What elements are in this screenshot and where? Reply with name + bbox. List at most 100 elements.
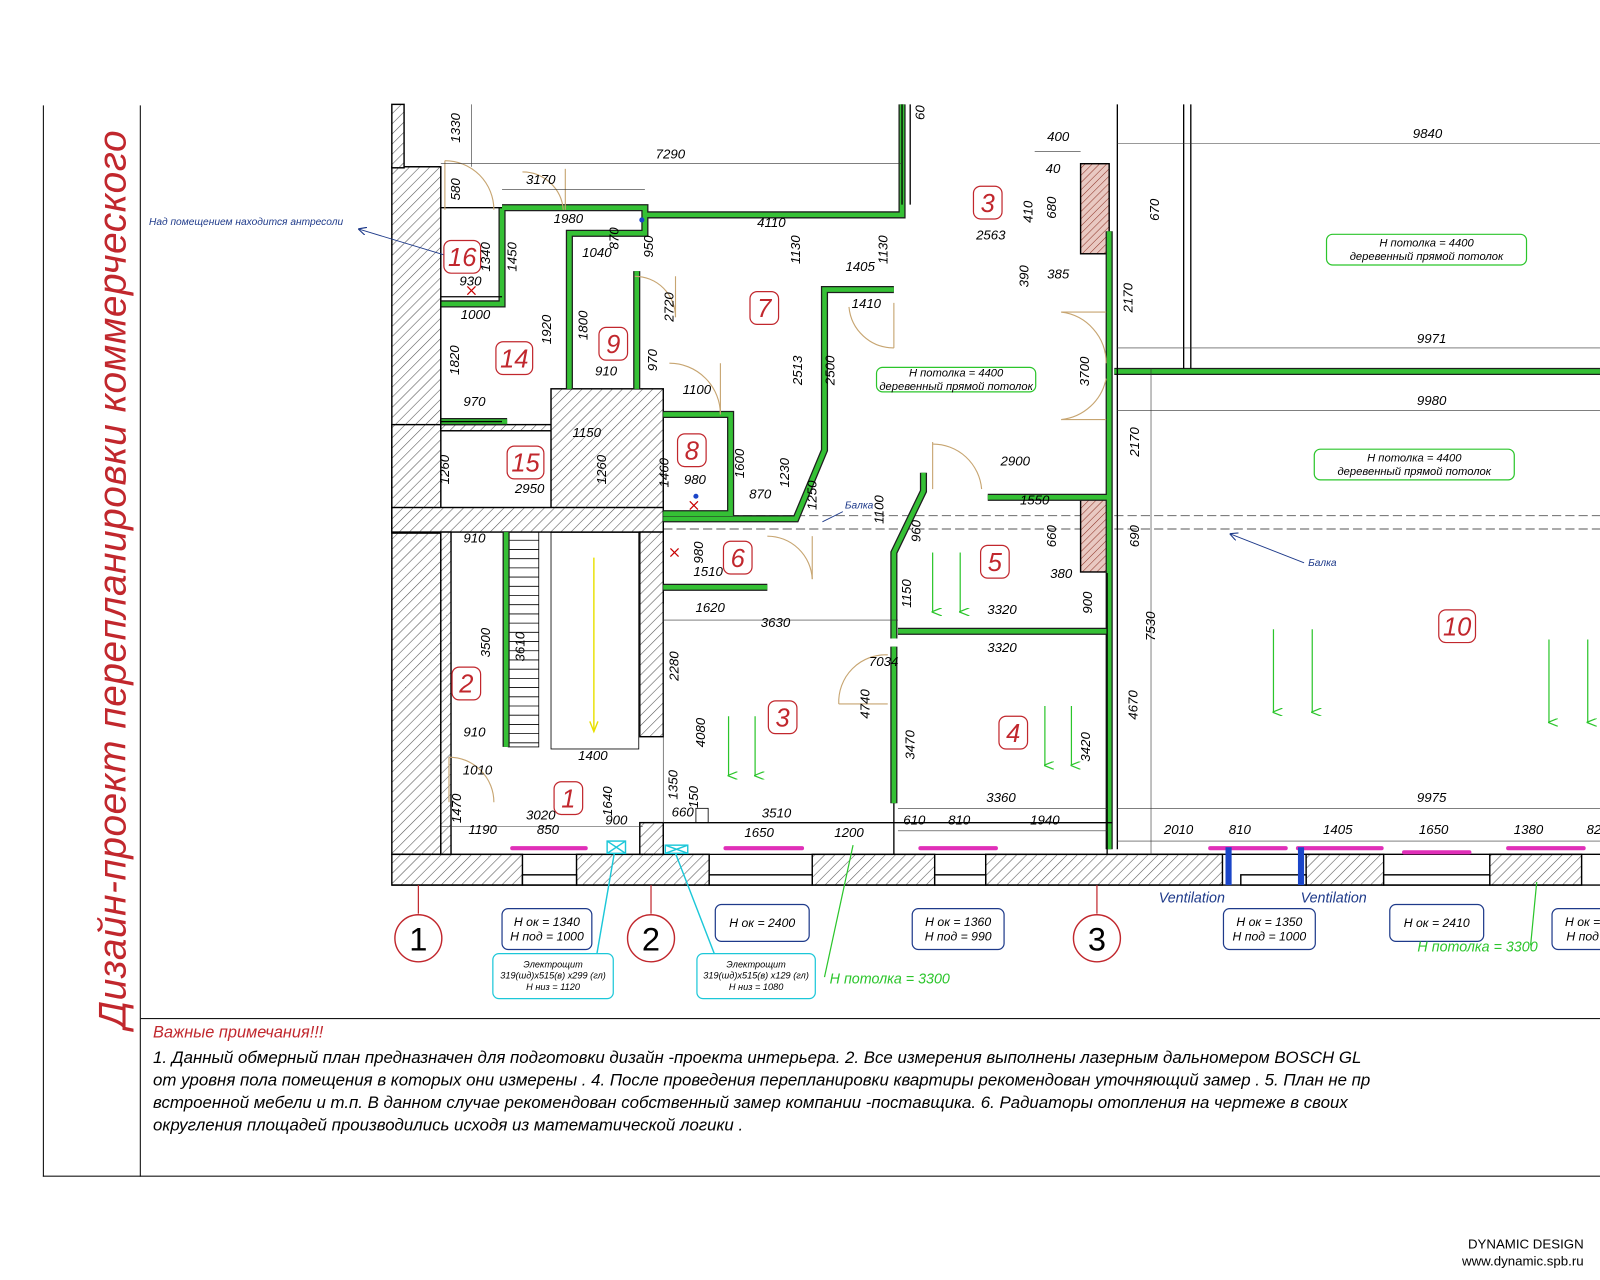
box-text: Н потолка = 4400 [909,368,1004,380]
room-number: 5 [988,549,1003,577]
radiators [510,846,1586,855]
annotation-label: Балка [1308,558,1337,569]
dimension-label: 1400 [578,748,608,763]
dimension-label: 910 [595,363,618,378]
dimension-label: 3500 [478,627,493,657]
drawing-title: Дизайн-проект перепланировки коммерческо… [91,129,135,1029]
dimension-label: 7034 [869,654,898,669]
dimension-label: 1150 [899,579,914,608]
dimension-label: 980 [684,472,707,487]
room-number: 4 [1006,720,1020,748]
dimension-lines [440,104,1600,855]
dimension-label: 3610 [513,631,528,661]
dimension-label: 900 [1080,591,1095,614]
dimension-label: 2513 [790,355,805,386]
dimension-label: 870 [606,227,621,250]
dimension-label: 870 [749,486,772,501]
dimension-label: 910 [463,725,486,740]
dimension-label: 1620 [695,600,725,615]
room-tag: 9 [598,326,629,361]
dimension-label: 4110 [757,215,786,230]
dimension-label: 3320 [987,640,1017,655]
room-tag: 10 [1438,609,1477,644]
dimension-label: 670 [1147,198,1162,221]
room-tag: 5 [979,544,1010,579]
notes-heading: Важные примечания!!! [153,1024,324,1042]
dimension-label: 4080 [693,717,708,747]
dimension-label: 9971 [1417,331,1446,346]
dimension-label: 660 [1044,524,1059,547]
box-text: Н низ = 1120 [526,982,581,992]
dimension-label: 4670 [1126,690,1141,720]
dimension-label: 400 [1047,129,1070,144]
dimension-label: 1010 [463,763,493,778]
dimension-label: 2900 [1000,454,1031,469]
window-height-box: Н ок = 2400 [714,903,810,942]
dimension-label: 2010 [1163,822,1194,837]
room-number: 14 [500,345,528,373]
box-text: 319(шд)х515(в) х299 (гл) [500,971,606,981]
dimension-label: 1460 [656,457,671,487]
dimension-label: 1200 [834,825,864,840]
box-text: Н ок = 1340 [514,915,580,929]
dimension-label: 1330 [448,113,463,143]
dimension-label: 3700 [1077,356,1092,386]
note-line: от уровня пола помещения в которых они и… [153,1071,1371,1090]
dimension-label: 3420 [1078,732,1093,762]
dimension-label: 2950 [514,481,545,496]
room-tag: 1 [553,781,584,816]
room-tag: 14 [495,341,534,376]
notes-separator [140,1018,1600,1020]
dimension-label: 1040 [582,245,612,260]
annotation-label: Балка [845,501,874,512]
dimension-label: 960 [908,519,923,542]
box-text: Н потолка = 4400 [1367,452,1462,464]
dimension-label: 910 [463,530,486,545]
dimension-label: 40 [1046,161,1061,176]
dimension-label: 1980 [554,211,584,226]
box-text: деревенный прямой потолок [879,381,1033,393]
dimension-label: 1650 [1419,822,1449,837]
dimension-label: 1100 [683,382,712,397]
dimension-label: 410 [1021,200,1036,223]
dimension-label: 3360 [986,790,1016,805]
box-text: Н под = 1000 [1233,929,1307,943]
box-text: Н ок = 1350 [1236,915,1302,929]
dimension-label: 690 [1127,524,1142,547]
box-text: Н ок = [1565,915,1600,929]
dimension-label: 1260 [594,454,609,484]
room-number: 16 [448,244,477,272]
dimension-label: 1450 [504,241,519,271]
box-text: Электрощит [726,959,786,969]
room-number: 8 [685,437,700,465]
ventilation-label: Ventilation [1159,890,1225,906]
box-text: деревенный прямой потолок [1350,251,1504,263]
dimension-label: 1250 [804,480,819,510]
company-name: DYNAMIC DESIGN [1467,1236,1584,1252]
dimension-label: 980 [691,541,706,564]
dimension-label: 1405 [1323,822,1353,837]
dimension-label: 3510 [762,806,792,821]
staircase [507,531,640,750]
axis-id: 1 [409,921,427,958]
room-tag: 3 [972,185,1003,220]
dimension-label: 1190 [468,822,497,837]
dimension-label: 3320 [987,602,1017,617]
dimension-label: 1350 [666,769,681,799]
axis-id: 2 [642,921,660,958]
box-text: Н под = 1000 [510,929,584,943]
room-tag: 4 [998,715,1029,750]
room-number: 15 [511,450,540,478]
room-tag: 3 [767,700,798,735]
dimension-label: 9840 [1413,126,1443,141]
